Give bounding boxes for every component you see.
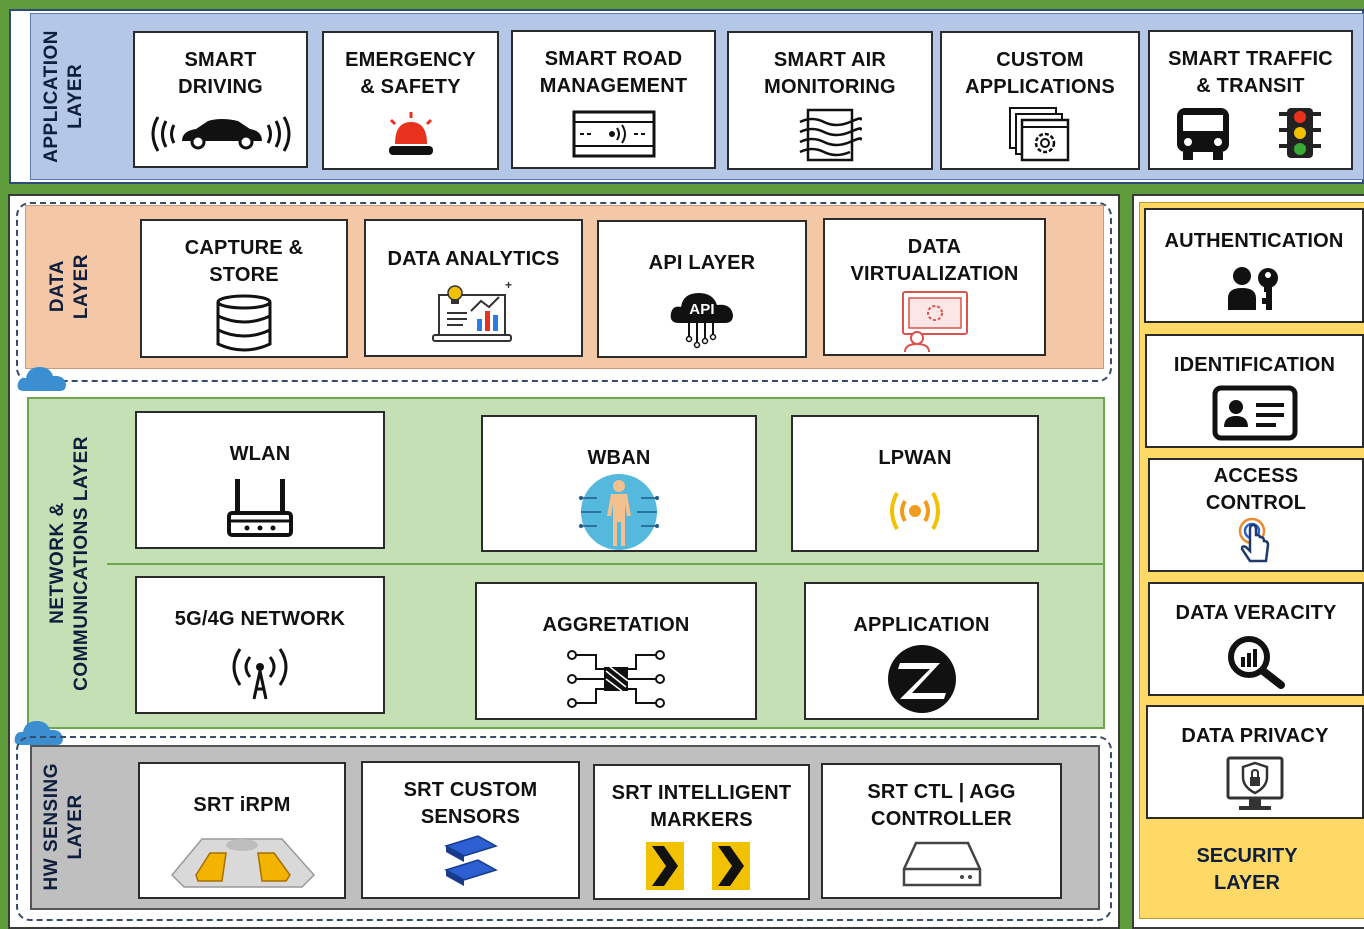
app-custom-applications: CUSTOM APPLICATIONS (940, 31, 1140, 170)
net-application: APPLICATION (804, 582, 1039, 720)
settings-window-icon (1008, 106, 1072, 164)
cloud-icon (16, 363, 68, 393)
router-icon (225, 475, 295, 541)
virtualization-icon (899, 290, 971, 352)
signal-waves-icon (883, 481, 947, 541)
chevron-markers-icon (642, 840, 762, 892)
hw-srt-irpm-title: SRT iRPM (193, 794, 291, 816)
net-application-title: APPLICATION (853, 614, 990, 636)
road-stud-icon (162, 825, 322, 891)
api-cloud-icon: API (667, 285, 737, 349)
hw-srt-custom-sensors: SRT CUSTOM SENSORS (361, 761, 580, 899)
sec-data-privacy-title: DATA PRIVACY (1181, 725, 1329, 747)
data-virtualization: DATA VIRTUALIZATION (823, 218, 1046, 356)
database-icon (214, 294, 274, 352)
sec-authentication-title: AUTHENTICATION (1164, 230, 1344, 252)
app-smart-traffic-transit-title: SMART TRAFFIC & TRANSIT (1168, 48, 1333, 97)
net-wlan: WLAN (135, 411, 385, 549)
net-aggregation-title: AGGRETATION (542, 614, 690, 636)
analytics-laptop-icon: + (429, 281, 519, 347)
hw-layer-frame (16, 736, 1112, 921)
app-smart-road-management: SMART ROAD MANAGEMENT (511, 30, 716, 169)
app-emergency-safety: EMERGENCY & SAFETY (322, 31, 499, 170)
data-capture-store-title: CAPTURE & STORE (184, 237, 304, 286)
sec-identification: IDENTIFICATION (1145, 334, 1364, 448)
zigbee-icon (886, 643, 958, 715)
hw-layer-label: HW SENSING LAYER (41, 763, 86, 891)
net-lpwan: LPWAN (791, 415, 1039, 552)
road-sensor-icon (572, 110, 656, 158)
app-smart-traffic-transit: SMART TRAFFIC & TRANSIT (1148, 30, 1353, 170)
net-aggregation: AGGRETATION (475, 582, 757, 720)
net-5g-4g-network: 5G/4G NETWORK (135, 576, 385, 714)
data-api-layer-title: API LAYER (648, 252, 756, 274)
svg-text:+: + (505, 281, 512, 292)
app-custom-applications-title: CUSTOM APPLICATIONS (965, 49, 1115, 98)
sec-data-veracity: DATA VERACITY (1148, 582, 1364, 696)
hw-srt-irpm: SRT iRPM (138, 762, 346, 899)
data-layer-label: DATA LAYER (47, 254, 92, 320)
app-smart-air-monitoring-title: SMART AIR MONITORING (764, 49, 896, 98)
sec-data-privacy: DATA PRIVACY (1146, 705, 1364, 819)
data-capture-store: CAPTURE & STORE (140, 219, 348, 358)
data-analytics: DATA ANALYTICS + (364, 219, 583, 357)
api-cloud-text: API (689, 300, 715, 318)
app-smart-driving: SMART DRIVING (133, 31, 308, 168)
magnify-chart-icon (1225, 633, 1287, 689)
aggregation-chip-icon (566, 649, 666, 709)
fingerprint-touch-icon (1238, 517, 1274, 565)
sensor-chips-icon (436, 834, 506, 894)
sec-data-veracity-title: DATA VERACITY (1175, 602, 1337, 624)
car-signal-icon (146, 109, 296, 159)
net-wban-title: WBAN (587, 447, 651, 469)
hw-srt-intelligent-markers-title: SRT INTELLIGENT MARKERS (611, 782, 792, 831)
net-5g-4g-network-title: 5G/4G NETWORK (174, 608, 346, 630)
hw-srt-ctl-agg-controller-title: SRT CTL | AGG CONTROLLER (867, 781, 1016, 830)
sec-access-control: ACCESS CONTROL (1148, 458, 1364, 572)
sec-identification-title: IDENTIFICATION (1173, 354, 1336, 376)
net-lpwan-title: LPWAN (878, 447, 952, 469)
siren-icon (381, 110, 441, 160)
controller-box-icon (900, 839, 984, 891)
antenna-icon (220, 643, 300, 703)
body-network-icon (577, 472, 661, 552)
monitor-lock-icon (1225, 755, 1285, 813)
hw-srt-custom-sensors-title: SRT CUSTOM SENSORS (403, 779, 538, 828)
user-key-icon (1226, 264, 1282, 312)
hw-srt-intelligent-markers: SRT INTELLIGENT MARKERS (593, 764, 810, 900)
net-wban: WBAN (481, 415, 757, 552)
app-smart-air-monitoring: SMART AIR MONITORING (727, 31, 933, 170)
air-document-icon (798, 108, 862, 162)
app-emergency-safety-title: EMERGENCY & SAFETY (345, 49, 476, 98)
bus-traffic-light-icon (1171, 106, 1331, 162)
app-smart-road-management-title: SMART ROAD MANAGEMENT (539, 48, 688, 97)
application-layer-label: APPLICATION LAYER (41, 30, 86, 163)
network-layer-divider (107, 563, 1105, 565)
network-layer-label: NETWORK & COMMUNICATIONS LAYER (47, 435, 92, 691)
data-layer-frame (16, 202, 1112, 382)
sec-access-control-title: ACCESS CONTROL (1205, 465, 1307, 514)
net-wlan-title: WLAN (229, 443, 291, 465)
sec-authentication: AUTHENTICATION (1144, 208, 1364, 323)
id-card-icon (1212, 385, 1298, 441)
data-api-layer: API LAYER API (597, 220, 807, 358)
app-smart-driving-title: SMART DRIVING (178, 49, 263, 98)
hw-srt-ctl-agg-controller: SRT CTL | AGG CONTROLLER (821, 763, 1062, 899)
security-layer-label: SECURITY LAYER (1196, 845, 1298, 894)
data-virtualization-title: DATA VIRTUALIZATION (850, 236, 1019, 285)
data-analytics-title: DATA ANALYTICS (387, 248, 560, 270)
